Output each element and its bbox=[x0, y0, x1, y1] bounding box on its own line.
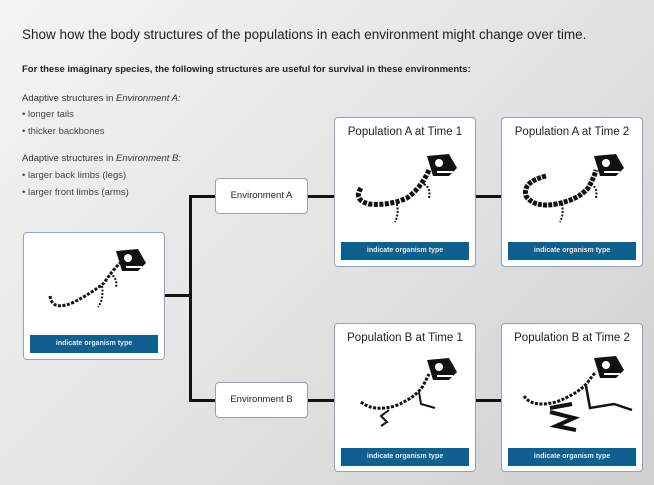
list-item: • larger front limbs (arms) bbox=[22, 187, 129, 198]
indicate-organism-type-button[interactable]: indicate organism type bbox=[508, 242, 636, 260]
env-a-heading: Adaptive structures in Environment A: bbox=[22, 93, 181, 104]
heading-text: Adaptive structures in bbox=[22, 153, 116, 164]
connector bbox=[189, 399, 216, 402]
list-item: • thicker backbones bbox=[22, 126, 105, 137]
skeleton-icon bbox=[522, 154, 624, 223]
indicate-organism-type-button[interactable]: indicate organism type bbox=[508, 448, 636, 466]
connector bbox=[308, 195, 335, 198]
card-population-a-time-2: Population A at Time 2 indicate organism… bbox=[501, 117, 643, 267]
indicate-organism-type-button[interactable]: indicate organism type bbox=[341, 242, 469, 260]
connector bbox=[476, 399, 502, 402]
card-title: Population B at Time 2 bbox=[514, 332, 630, 344]
card-population-b-time-2: Population B at Time 2 indicate organism… bbox=[501, 323, 643, 472]
list-item: • longer tails bbox=[22, 109, 74, 120]
connector bbox=[476, 195, 502, 198]
list-item: • larger back limbs (legs) bbox=[22, 170, 127, 181]
indicate-organism-type-button[interactable]: indicate organism type bbox=[341, 448, 469, 466]
page-title: Show how the body structures of the popu… bbox=[22, 27, 587, 42]
connector bbox=[189, 195, 216, 198]
instructions: For these imaginary species, the followi… bbox=[22, 64, 471, 75]
heading-em: Environment A: bbox=[116, 93, 181, 104]
heading-text: Adaptive structures in bbox=[22, 93, 116, 104]
skeleton-icon bbox=[355, 154, 457, 223]
skeleton-icon bbox=[360, 358, 457, 427]
indicate-organism-type-button[interactable]: indicate organism type bbox=[30, 335, 158, 353]
connector bbox=[165, 294, 191, 297]
card-population-b-time-1: Population B at Time 1 indicate organism… bbox=[334, 323, 476, 472]
card-title: Population A at Time 2 bbox=[514, 126, 630, 138]
environment-b-box: Environment B bbox=[215, 382, 308, 418]
card-initial-population: indicate organism type bbox=[23, 232, 165, 360]
connector bbox=[308, 399, 335, 402]
card-title: Population B at Time 1 bbox=[347, 332, 463, 344]
skeleton-icon bbox=[48, 249, 146, 308]
skeleton-icon bbox=[522, 356, 633, 432]
env-b-heading: Adaptive structures in Environment B: bbox=[22, 153, 181, 164]
card-title: Population A at Time 1 bbox=[347, 126, 463, 138]
heading-em: Environment B: bbox=[116, 153, 181, 164]
card-population-a-time-1: Population A at Time 1 indicate organism… bbox=[334, 117, 476, 267]
connector bbox=[189, 195, 192, 402]
environment-a-box: Environment A bbox=[215, 178, 308, 214]
